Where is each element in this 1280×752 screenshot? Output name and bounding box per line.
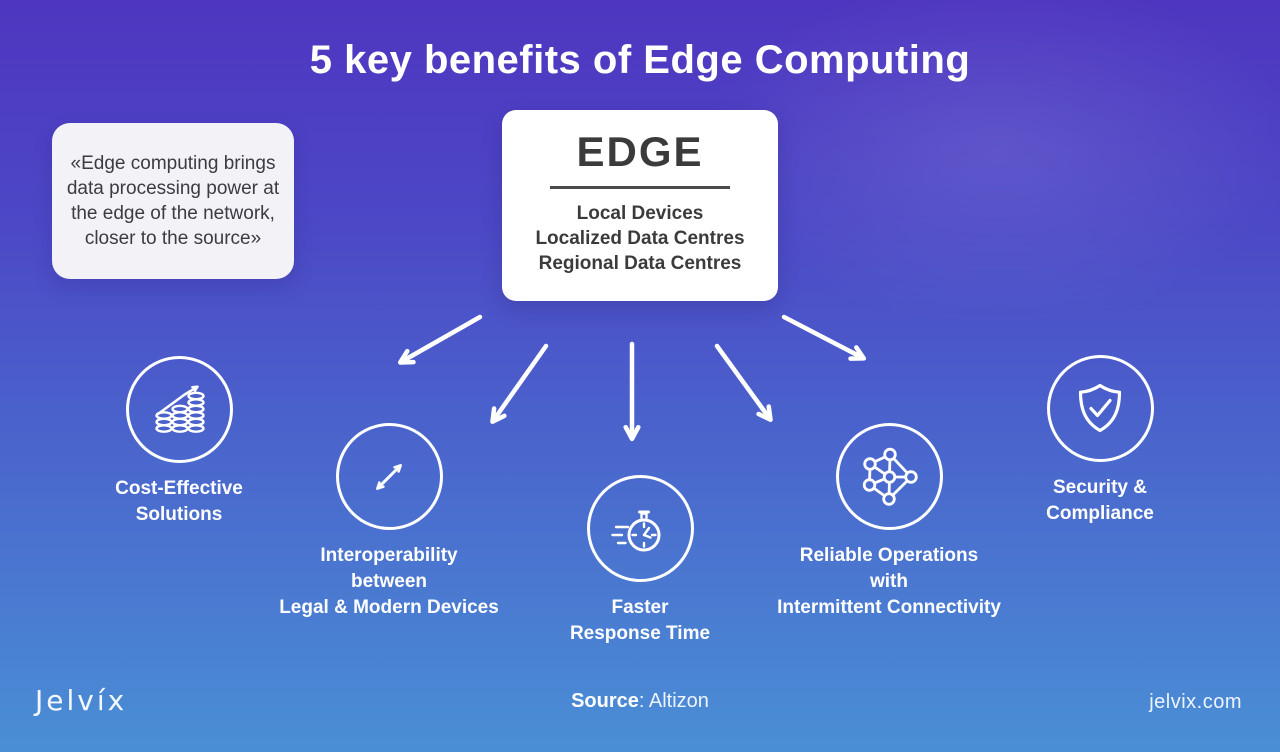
benefit-response-time: Faster Response Time: [530, 475, 750, 647]
source-label: Source: [571, 690, 639, 712]
benefit-cost-effective: Cost-Effective Solutions: [69, 356, 289, 528]
edge-layer-list: Local Devices Localized Data Centres Reg…: [535, 201, 744, 276]
edge-divider: [550, 186, 730, 189]
benefit-reliable-operations: Reliable Operations with Intermittent Co…: [739, 423, 1039, 621]
benefit-security-compliance: Security & Compliance: [990, 355, 1210, 527]
arrow-to-cost: [397, 314, 483, 365]
edge-layer-item: Localized Data Centres: [535, 227, 745, 249]
edge-layer-item: Regional Data Centres: [538, 252, 742, 274]
coins-growth-icon: [125, 356, 233, 463]
jelvix-logo: Jelvíx: [35, 684, 128, 717]
page-title: 5 key benefits of Edge Computing: [309, 38, 971, 82]
website-url: jelvix.com: [1149, 691, 1242, 713]
source-attribution: Source: Altizon: [440, 690, 840, 713]
edge-card-title: EDGE: [576, 128, 704, 175]
quote-text: «Edge computing brings data processing p…: [66, 153, 280, 249]
benefit-label: Faster Response Time: [569, 597, 711, 644]
benefit-label: Interoperability between Legal & Modern …: [279, 545, 499, 618]
source-value: : Altizon: [638, 690, 709, 712]
benefit-label: Cost-Effective Solutions: [115, 478, 243, 525]
network-nodes-icon: [835, 423, 943, 530]
benefit-label: Security & Compliance: [1046, 477, 1154, 524]
arrow-to-reliable: [714, 343, 773, 422]
benefit-interoperability: Interoperability between Legal & Modern …: [249, 423, 529, 621]
edge-layer-item: Local Devices: [576, 202, 704, 224]
benefit-label: Reliable Operations with Intermittent Co…: [777, 545, 1001, 618]
arrow-to-interoperability: [490, 343, 549, 424]
quote-card: «Edge computing brings data processing p…: [52, 123, 294, 279]
edge-card: EDGE Local Devices Localized Data Centre…: [502, 110, 778, 301]
resize-arrows-icon: [335, 423, 443, 530]
shield-check-icon: [1046, 355, 1154, 462]
stopwatch-icon: [586, 475, 694, 582]
arrow-to-security: [781, 314, 867, 361]
